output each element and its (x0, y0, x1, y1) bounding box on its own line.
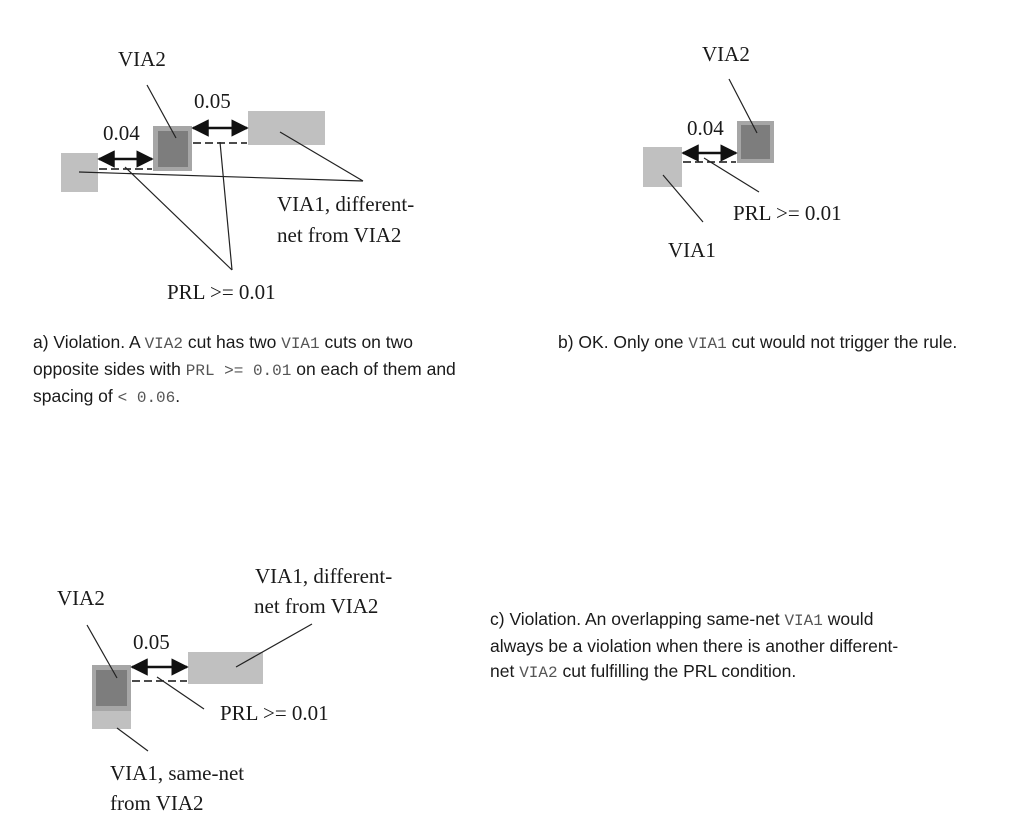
leader-via2 (728, 78, 758, 134)
caption-text: c) Violation. An overlapping same-net (490, 609, 785, 629)
caption-text: cut fulfilling the PRL condition. (557, 661, 797, 681)
label-via1: VIA1 (668, 238, 716, 262)
label-spacing-right: 0.05 (194, 89, 231, 113)
label-prl: PRL >= 0.01 (220, 701, 329, 725)
caption-code: VIA2 (519, 664, 558, 682)
caption-code: VIA1 (281, 335, 320, 353)
caption-text: cuts on two opposite sides with (33, 332, 414, 379)
caption-text: . (175, 386, 181, 406)
caption-text: cut has two (182, 332, 282, 352)
caption-text: on each of them and spacing of (33, 359, 456, 406)
leader-via2 (86, 624, 118, 679)
leader-prl-right (219, 141, 233, 271)
label-via1-same-line1: VIA1, same-net (110, 761, 244, 785)
caption-code: VIA2 (144, 335, 183, 353)
caption-text: a) Violation. A (33, 332, 145, 352)
label-spacing: 0.05 (133, 630, 170, 654)
caption-a: a) Violation. A VIA2 cut has two VIA1 cu… (33, 330, 463, 411)
leader-prl-left (124, 166, 233, 271)
leader-prl (156, 676, 205, 710)
caption-code: PRL >= 0.01 (185, 362, 292, 380)
leader-via1-left (78, 171, 364, 182)
leader-via2 (146, 84, 177, 139)
label-via1-same-line2: from VIA2 (110, 791, 204, 815)
caption-code: VIA1 (688, 335, 727, 353)
label-via1-diff-line2: net from VIA2 (254, 594, 378, 618)
leader-via1-diff (235, 623, 313, 668)
label-via1-diff-line1: VIA1, different- (255, 564, 392, 588)
label-spacing: 0.04 (687, 116, 724, 140)
label-via1-line1: VIA1, different- (277, 192, 414, 216)
caption-text: b) OK. Only one (558, 332, 689, 352)
panel-a: VIA2 0.04 0.05 VIA1, different- net from… (61, 47, 414, 304)
via2-inner (96, 670, 127, 706)
leader-via1-right (279, 131, 364, 182)
via1-right (248, 111, 325, 145)
label-prl: PRL >= 0.01 (733, 201, 842, 225)
caption-text: cut would not trigger the rule. (726, 332, 958, 352)
label-via2: VIA2 (702, 42, 750, 66)
label-prl: PRL >= 0.01 (167, 280, 276, 304)
label-via1-line2: net from VIA2 (277, 223, 401, 247)
via2-inner (158, 131, 188, 167)
label-via2: VIA2 (57, 586, 105, 610)
leader-prl (703, 157, 760, 193)
caption-code: < 0.06 (117, 389, 176, 407)
via1-different-net (188, 652, 263, 684)
leader-via1-same (116, 727, 149, 752)
caption-text: would always be a violation when there i… (490, 609, 899, 681)
panel-b: VIA2 0.04 PRL >= 0.01 VIA1 (643, 42, 842, 262)
via1 (643, 147, 682, 187)
caption-code: VIA1 (784, 612, 823, 630)
panel-c: VIA2 0.05 VIA1, different- net from VIA2… (57, 564, 392, 815)
caption-b: b) OK. Only one VIA1 cut would not trigg… (558, 330, 978, 357)
caption-c: c) Violation. An overlapping same-net VI… (490, 607, 910, 686)
label-via2: VIA2 (118, 47, 166, 71)
leader-via1 (662, 174, 704, 223)
label-spacing-left: 0.04 (103, 121, 140, 145)
